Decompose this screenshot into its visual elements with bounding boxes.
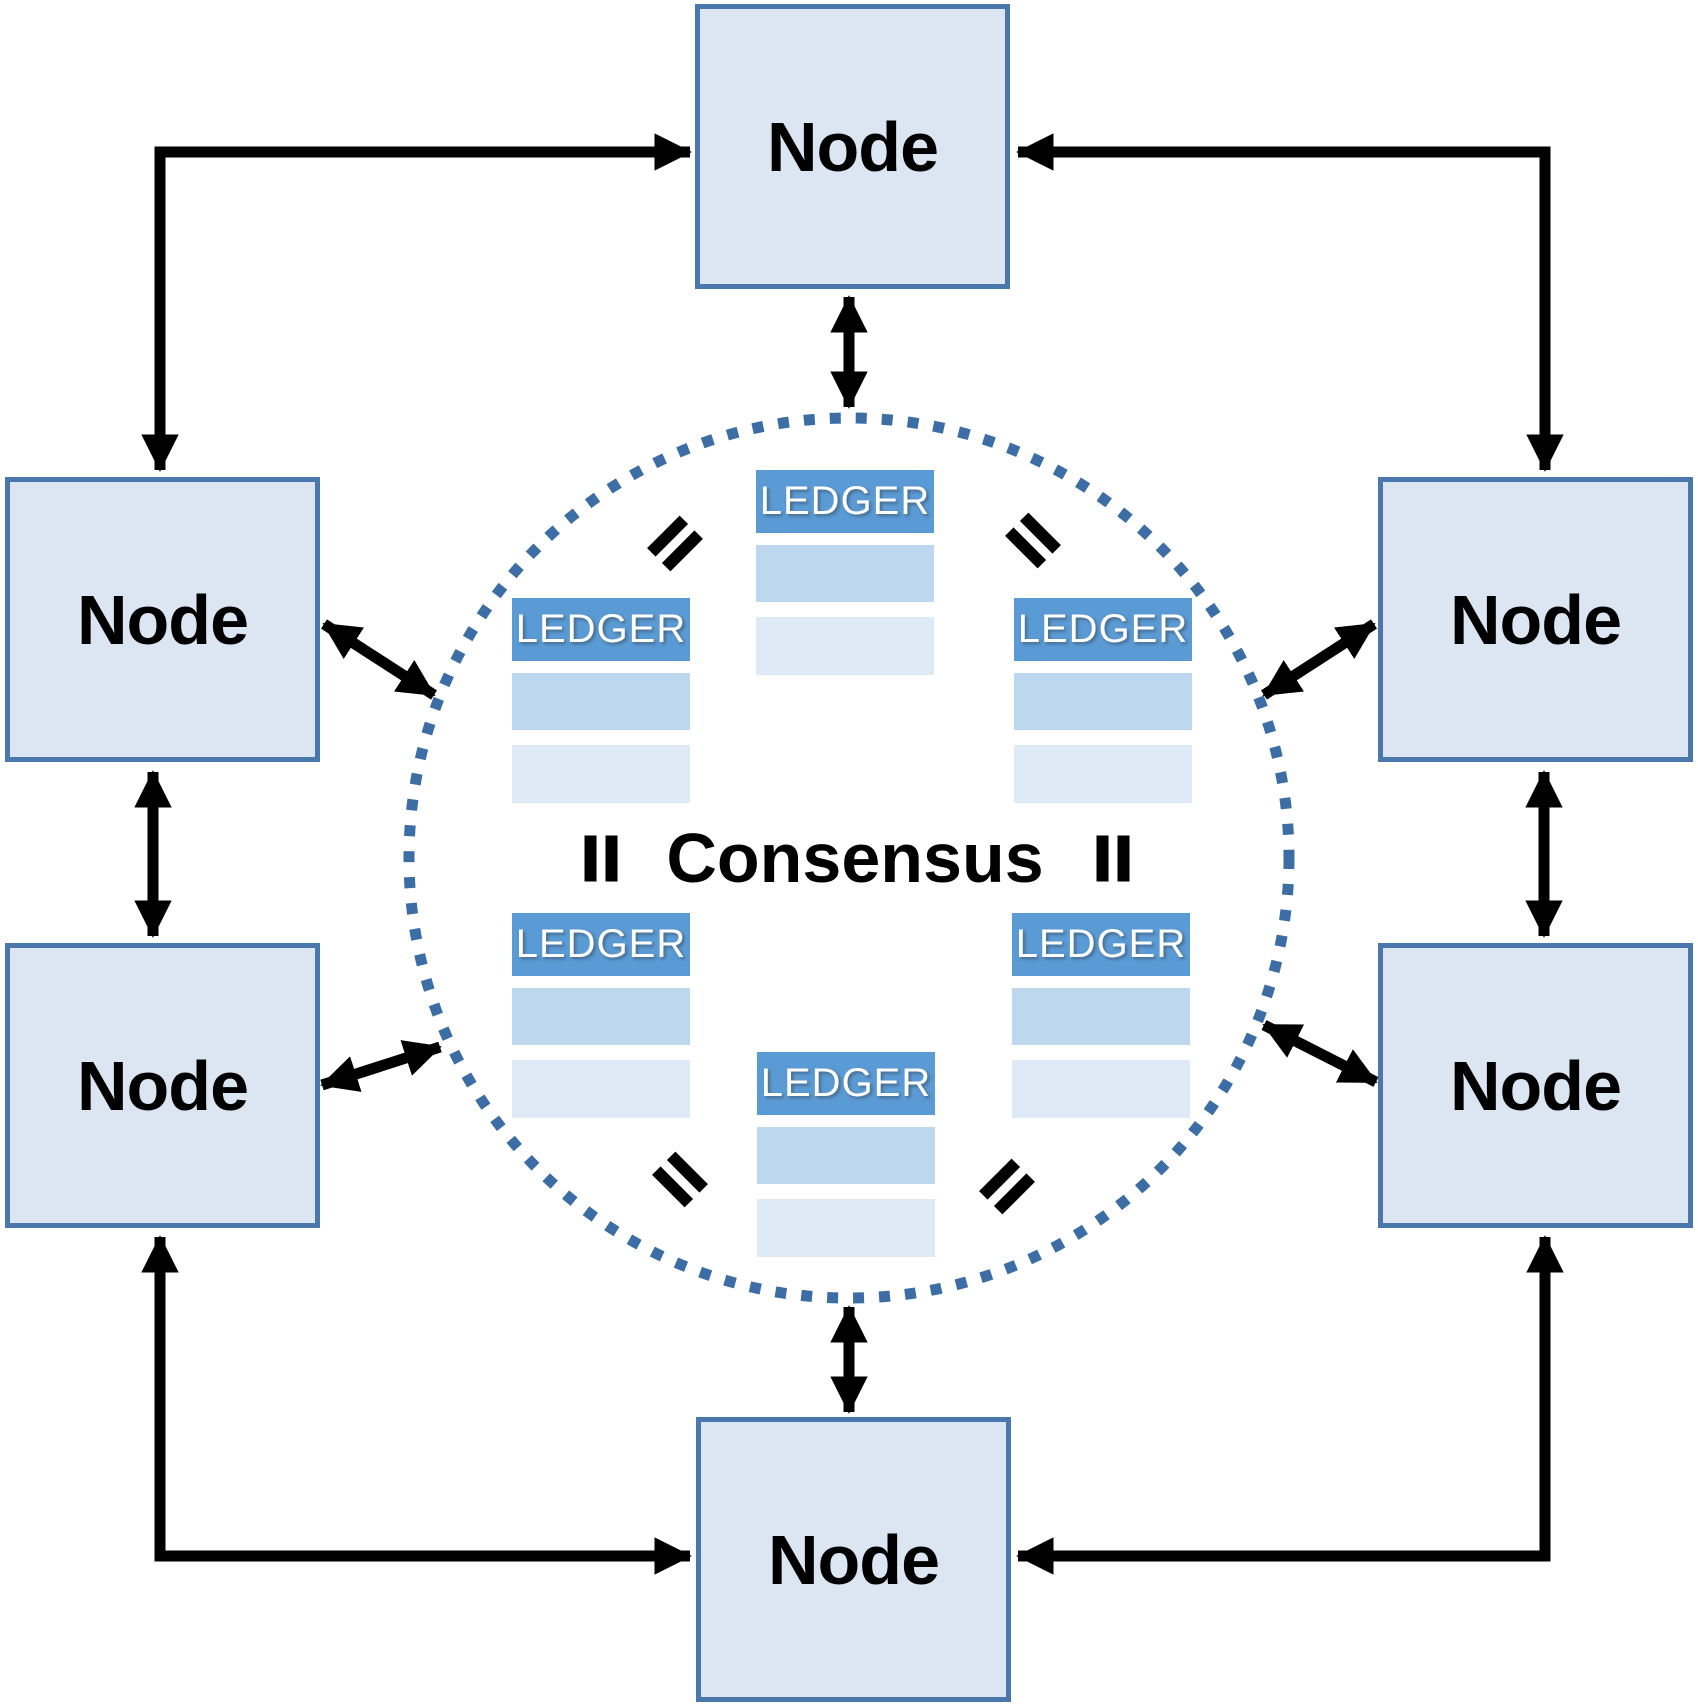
ledger-title: LEDGER bbox=[512, 598, 690, 661]
ledger-blank-row bbox=[1012, 988, 1190, 1045]
arrow-right-upper-node-to-circle bbox=[1261, 619, 1377, 700]
ledger-right-upper: LEDGER bbox=[1014, 598, 1192, 803]
ledger-blank-row bbox=[512, 988, 690, 1045]
consensus-label: Consensus bbox=[666, 819, 1044, 897]
equals-bar bbox=[584, 835, 597, 882]
ledger-title: LEDGER bbox=[757, 1052, 935, 1115]
ledger-blank-row bbox=[512, 1060, 690, 1118]
ledger-blank-row bbox=[512, 673, 690, 730]
arrow-top-node-to-right-upper-node bbox=[1016, 133, 1564, 472]
ledger-left-lower: LEDGER bbox=[512, 913, 690, 1118]
node-label: Node bbox=[77, 580, 249, 659]
ledger-blank-row bbox=[1014, 673, 1192, 730]
equals-bar bbox=[1096, 835, 1109, 882]
node-box-left-upper: Node bbox=[5, 477, 320, 762]
ledger-blank-row bbox=[512, 745, 690, 803]
arrow-left-lower-node-to-bottom-node bbox=[141, 1235, 692, 1575]
arrow-top-node-to-left-upper-node bbox=[141, 133, 692, 472]
ledger-blank-row bbox=[756, 617, 934, 675]
arrow-right-lower-node-to-bottom-node bbox=[1016, 1235, 1564, 1575]
node-label: Node bbox=[1450, 1046, 1622, 1125]
ledger-top-center: LEDGER bbox=[756, 470, 934, 675]
node-box-right-upper: Node bbox=[1378, 477, 1693, 762]
node-box-right-lower: Node bbox=[1378, 943, 1693, 1228]
ledger-blank-row bbox=[756, 545, 934, 602]
node-label: Node bbox=[77, 1046, 249, 1125]
arrow-left-upper-node-to-circle bbox=[321, 619, 437, 700]
ledger-blank-row bbox=[1014, 745, 1192, 803]
equals-sign-mid-right bbox=[1096, 835, 1130, 882]
arrow-right-lower-node-to-circle bbox=[1261, 1020, 1379, 1087]
ledger-title: LEDGER bbox=[756, 470, 934, 533]
ledger-title: LEDGER bbox=[512, 913, 690, 976]
ledger-blank-row bbox=[757, 1127, 935, 1184]
ledger-left-upper: LEDGER bbox=[512, 598, 690, 803]
consensus-circle bbox=[403, 412, 1295, 1304]
ledger-blank-row bbox=[757, 1199, 935, 1257]
node-label: Node bbox=[767, 107, 939, 186]
equals-bar bbox=[1117, 835, 1130, 882]
node-box-bottom: Node bbox=[696, 1417, 1011, 1702]
node-box-top: Node bbox=[695, 4, 1010, 289]
ledger-title: LEDGER bbox=[1012, 913, 1190, 976]
equals-bar bbox=[605, 835, 618, 882]
ledger-title: LEDGER bbox=[1014, 598, 1192, 661]
node-box-left-lower: Node bbox=[5, 943, 320, 1228]
arrow-left-lower-node-to-circle bbox=[320, 1040, 442, 1092]
ledger-right-lower: LEDGER bbox=[1012, 913, 1190, 1118]
ledger-bottom-center: LEDGER bbox=[757, 1052, 935, 1257]
equals-sign-mid-left bbox=[584, 835, 618, 882]
node-label: Node bbox=[768, 1520, 940, 1599]
node-label: Node bbox=[1450, 580, 1622, 659]
ledger-blank-row bbox=[1012, 1060, 1190, 1118]
